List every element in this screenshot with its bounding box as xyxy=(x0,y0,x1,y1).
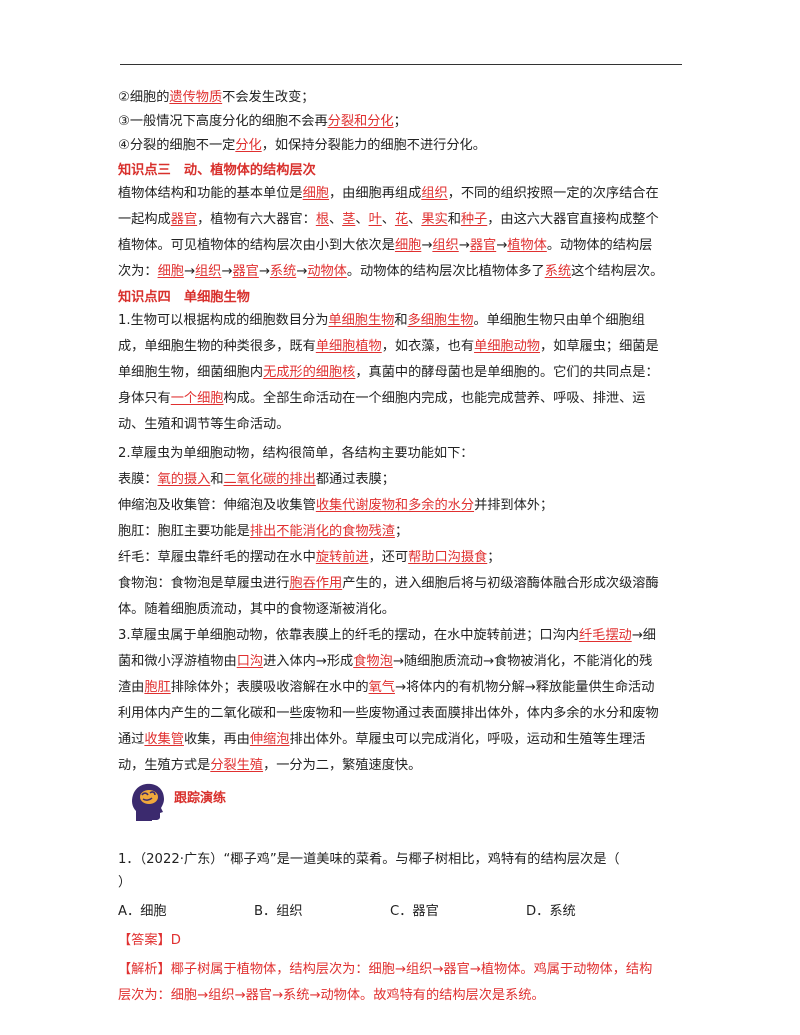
answer-label: 【答案】 xyxy=(118,933,171,948)
point-3-line: ③一般情况下高度分化的细胞不会再分裂和分化； xyxy=(118,114,407,129)
paragraph-line: 一起构成器官，植物有六大器官：根、茎、叶、花、果实和种子，由这六大器官直接构成整… xyxy=(118,212,659,227)
paragraph-line: 身体只有一个细胞构成。全部生命活动在一个细胞内完成，也能完成营养、呼吸、排泄、运 xyxy=(118,391,646,406)
structure-biaomo: 表膜：氧的摄入和二氧化碳的排出都通过表膜； xyxy=(118,472,395,487)
section-3-paragraph: 植物体结构和功能的基本单位是细胞，由细胞再组成组织，不同的组织按照一定的次序结合… xyxy=(118,181,690,285)
section-4-paragraph-1: 1.生物可以根据构成的细胞数目分为单细胞生物和多细胞生物。单细胞生物只由单个细胞… xyxy=(118,308,690,438)
paragraph-line: 利用体内产生的二氧化碳和一些废物和一些废物通过表面膜排出体外，体内多余的水分和废… xyxy=(118,706,659,721)
point-2-line: ②细胞的遗传物质不会发生改变； xyxy=(118,90,315,105)
analysis-block: 【解析】椰子树属于植物体，结构层次为：细胞→组织→器官→植物体。鸡属于动物体，结… xyxy=(118,957,690,1009)
tracking-practice-label: 跟踪演练 xyxy=(174,791,227,806)
paragraph-line: 植物体结构和功能的基本单位是细胞，由细胞再组成组织，不同的组织按照一定的次序结合… xyxy=(118,186,659,201)
paragraph-line: 单细胞生物，细菌细胞内无成形的细胞核，真菌中的酵母菌也是单细胞的。它们的共同点是… xyxy=(118,365,659,380)
answer-value: D xyxy=(170,933,181,948)
paragraph-line: 1.生物可以根据构成的细胞数目分为单细胞生物和多细胞生物。单细胞生物只由单个细胞… xyxy=(118,313,645,328)
point-4-line: ④分裂的细胞不一定分化，如保持分裂能力的细胞不进行分化。 xyxy=(118,138,486,153)
paragraph-line: 2.草履虫为单细胞动物，结构很简单，各结构主要功能如下： xyxy=(118,446,474,461)
underlined-answer: 遗传物质 xyxy=(169,90,223,105)
analysis-line: 【解析】椰子树属于植物体，结构层次为：细胞→组织→器官→植物体。鸡属于动物体，结… xyxy=(118,962,653,977)
question-stem-end: ） xyxy=(118,875,132,890)
paragraph-line: 菌和微小浮游植物由口沟进入体内→形成食物泡→随细胞质流动→食物被消化，不能消化的… xyxy=(118,654,653,669)
paragraph-line: 体。随着细胞质流动，其中的食物逐渐被消化。 xyxy=(118,602,395,617)
section-4-paragraph-2: 2.草履虫为单细胞动物，结构很简单，各结构主要功能如下： 表膜：氧的摄入和二氧化… xyxy=(118,441,690,623)
analysis-label: 【解析】 xyxy=(118,962,171,977)
paragraph-line: 渣由胞肛排除体外；表膜吸收溶解在水中的氧气→将体内的有机物分解→释放能量供生命活… xyxy=(118,680,655,695)
option-b[interactable]: B．组织 xyxy=(254,904,303,919)
analysis-line: 层次为：细胞→组织→器官→系统→动物体。故鸡特有的结构层次是系统。 xyxy=(118,988,545,1003)
paragraph-line: 动、生殖和调节等生命活动。 xyxy=(118,417,290,432)
header-rule xyxy=(120,64,682,65)
paragraph-line: 成，单细胞生物的种类很多，既有单细胞植物，如衣藻，也有单细胞动物，如草履虫；细菌… xyxy=(118,339,659,354)
paragraph-line: 次为：细胞→组织→器官→系统→动物体。动物体的结构层次比植物体多了系统这个结构层… xyxy=(118,264,664,279)
answer-line: 【答案】D xyxy=(118,929,690,953)
option-c[interactable]: C．器官 xyxy=(390,904,439,919)
question-stem: 1．（2022·广东）“椰子鸡”是一道美味的菜肴。与椰子树相比，鸡特有的结构层次… xyxy=(118,852,620,867)
question-1: 1．（2022·广东）“椰子鸡”是一道美味的菜肴。与椰子树相比，鸡特有的结构层次… xyxy=(118,847,690,923)
underlined-answer: 分裂和分化 xyxy=(327,114,394,129)
structure-shousuopao: 伸缩泡及收集管：伸缩泡及收集管收集代谢废物和多余的水分并排到体外； xyxy=(118,498,554,513)
paragraph-line: 动，生殖方式是分裂生殖，一分为二，繁殖速度快。 xyxy=(118,758,422,773)
underlined-answer: 分化 xyxy=(235,138,262,153)
section-4-paragraph-3: 3.草履虫属于单细胞动物，依靠表膜上的纤毛的摆动，在水中旋转前进；口沟内纤毛摆动… xyxy=(118,623,690,779)
paragraph-line: 3.草履虫属于单细胞动物，依靠表膜上的纤毛的摆动，在水中旋转前进；口沟内纤毛摆动… xyxy=(118,628,656,643)
tracking-practice-header: 跟踪演练 xyxy=(118,781,690,827)
structure-baogang: 胞肛：胞肛主要功能是排出不能消化的食物残渣； xyxy=(118,524,409,539)
section-4-title: 知识点四 单细胞生物 xyxy=(118,290,250,305)
section-3-title: 知识点三 动、植物体的结构层次 xyxy=(118,163,316,178)
question-options: A．细胞 B．组织 C．器官 D．系统 xyxy=(118,901,690,923)
structure-shiwupao: 食物泡：食物泡是草履虫进行胞吞作用产生的，进入细胞后将与初级溶酶体融合形成次级溶… xyxy=(118,576,659,591)
document-body: ②细胞的遗传物质不会发生改变； ③一般情况下高度分化的细胞不会再分裂和分化； ④… xyxy=(118,86,690,1009)
paragraph-line: 通过收集管收集，再由伸缩泡排出体外。草履虫可以完成消化，呼吸，运动和生殖等生理活 xyxy=(118,732,646,747)
option-d[interactable]: D．系统 xyxy=(526,904,576,919)
structure-xianmao: 纤毛：草履虫靠纤毛的摆动在水中旋转前进，还可帮助口沟摄食； xyxy=(118,550,501,565)
paragraph-line: 植物体。可见植物体的结构层次由小到大依次是细胞→组织→器官→植物体。动物体的结构… xyxy=(118,238,653,253)
option-a[interactable]: A．细胞 xyxy=(118,904,167,919)
brain-head-icon xyxy=(132,783,164,821)
